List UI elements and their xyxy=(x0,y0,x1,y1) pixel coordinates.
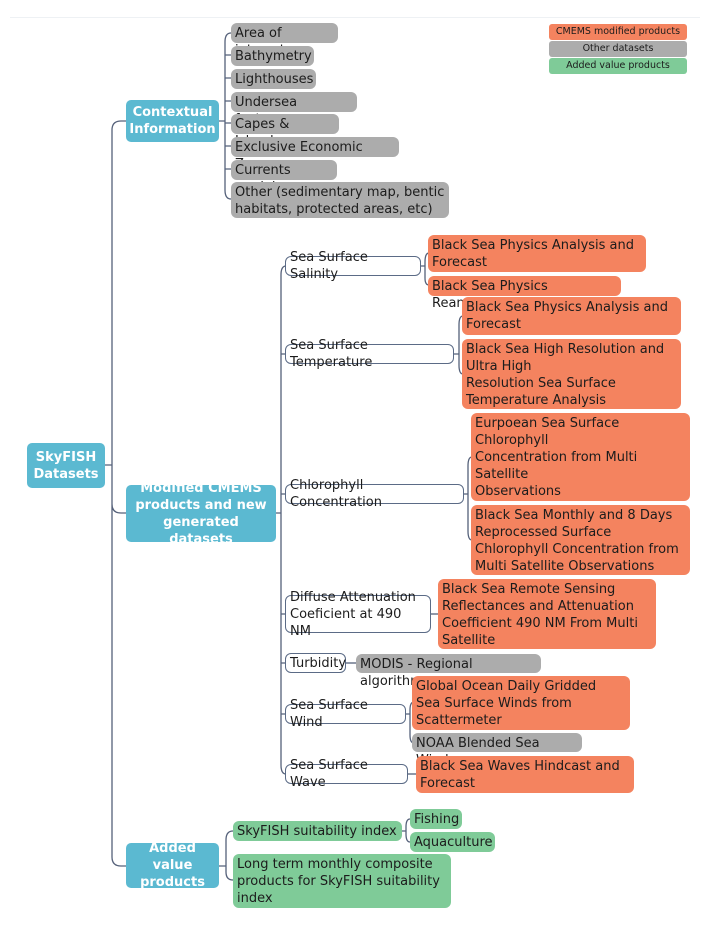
product-sst-high-resolution[interactable]: Black Sea High Resolution and Ultra High… xyxy=(462,339,681,409)
product-sss-reanalysis[interactable]: Black Sea Physics Reanalysis xyxy=(428,276,621,311)
param-turbidity[interactable]: Turbidity xyxy=(285,653,346,673)
product-sss-analysis-forecast[interactable]: Black Sea Physics Analysis and Forecast xyxy=(428,235,646,272)
product-wind-global-ocean[interactable]: Global Ocean Daily Gridded Sea Surface W… xyxy=(412,676,630,730)
param-sea-surface-temperature[interactable]: Sea Surface Temperature xyxy=(285,338,454,370)
context-capes-islands[interactable]: Capes & Islands xyxy=(231,114,339,149)
legend-other-datasets: Other datasets xyxy=(549,41,687,57)
legend-cmems-modified: CMEMS modified products xyxy=(549,24,687,40)
product-wind-noaa[interactable]: NOAA Blended Sea Winds xyxy=(412,733,582,768)
param-sea-surface-wave[interactable]: Sea Surface Wave xyxy=(285,758,408,790)
added-fishing[interactable]: Fishing xyxy=(410,809,462,829)
context-undersea-features[interactable]: Undersea features xyxy=(231,92,357,127)
added-suitability-index[interactable]: SkyFISH suitability index xyxy=(233,821,402,841)
context-lighthouses[interactable]: Lighthouses xyxy=(231,69,316,89)
product-wave-hindcast-forecast[interactable]: Black Sea Waves Hindcast and Forecast xyxy=(416,756,634,793)
product-kd-remote-sensing[interactable]: Black Sea Remote Sensing Reflectances an… xyxy=(438,579,656,649)
added-long-term-composite[interactable]: Long term monthly composite products for… xyxy=(233,854,451,908)
legend-added-value: Added value products xyxy=(549,58,687,74)
top-divider xyxy=(10,17,700,18)
root-node-skyfish-datasets[interactable]: SkyFISH Datasets xyxy=(27,443,105,488)
category-modified-cmems[interactable]: Modified CMEMS products and new generate… xyxy=(126,481,276,547)
param-diffuse-attenuation[interactable]: Diffuse Attenuation Coeficient at 490 NM xyxy=(285,590,431,639)
context-bathymetry[interactable]: Bathymetry xyxy=(231,46,314,66)
context-currents-model[interactable]: Currents model xyxy=(231,160,337,195)
added-aquaculture[interactable]: Aquaculture xyxy=(410,832,495,852)
product-chl-european[interactable]: Eurpoean Sea Surface Chlorophyll Concent… xyxy=(471,413,690,501)
param-sea-surface-wind[interactable]: Sea Surface Wind xyxy=(285,698,406,730)
product-chl-black-sea-monthly[interactable]: Black Sea Monthly and 8 Days Reprocessed… xyxy=(471,505,690,575)
param-sea-surface-salinity[interactable]: Sea Surface Salinity xyxy=(285,250,421,282)
product-turbidity-modis[interactable]: MODIS - Regional algorithm xyxy=(356,654,541,689)
category-contextual-information[interactable]: Contextual Information xyxy=(126,100,219,142)
context-other[interactable]: Other (sedimentary map, bentic habitats,… xyxy=(231,182,449,218)
context-area-of-interest[interactable]: Area of interest xyxy=(231,23,338,58)
context-exclusive-economic-zone[interactable]: Exclusive Economic Zone xyxy=(231,137,399,172)
param-chlorophyll-concentration[interactable]: Chlorophyll Concentration xyxy=(285,478,464,510)
category-added-value[interactable]: Added value products xyxy=(126,841,219,890)
product-sst-analysis-forecast[interactable]: Black Sea Physics Analysis and Forecast xyxy=(462,297,681,335)
